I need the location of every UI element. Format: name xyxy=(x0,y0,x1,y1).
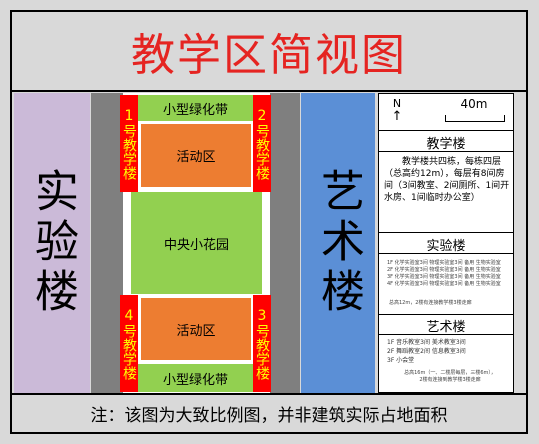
lab-building: 实验楼 xyxy=(14,93,90,393)
teaching-building-1-label: 1号教学楼 xyxy=(121,107,137,180)
right-road xyxy=(270,93,300,393)
art-legend-title: 艺术楼 xyxy=(426,320,466,335)
art-building: 艺术楼 xyxy=(301,93,375,393)
bottom-divider xyxy=(12,393,526,395)
lab-building-label: 实验楼 xyxy=(27,168,78,318)
lab-line-2: 2F 化学实验室3间 物理实验室3间 备用 生物实验室 xyxy=(387,267,501,273)
legend-divider-2 xyxy=(379,151,513,152)
title-divider xyxy=(12,90,526,92)
central-garden: 中央小花园 xyxy=(131,192,262,294)
legend-divider-4 xyxy=(379,253,513,254)
lab-line-3: 3F 化学实验室3间 物理实验室3间 备用 生物实验室 xyxy=(387,274,501,280)
green-belt-top: 小型绿化带 xyxy=(138,95,253,121)
scale-bar: 40m xyxy=(441,97,507,127)
teaching-building-2: 2号教学楼 xyxy=(253,95,271,192)
legend-divider-5 xyxy=(379,314,513,315)
art-note-line-1: 总高16m（一、二楼层每层，三楼6m）， xyxy=(404,370,496,376)
teaching-building-3: 3号教学楼 xyxy=(253,295,271,392)
north-indicator: N ↑ xyxy=(383,97,411,127)
diagram-title: 教学区简视图 xyxy=(131,30,407,81)
teaching-building-3-label: 3号教学楼 xyxy=(254,307,270,380)
legend-panel: N ↑ 40m 教学楼 教学楼共四栋，每栋四层（总高约12m），每层有8间房间（… xyxy=(378,93,514,393)
green-belt-bottom: 小型绿化带 xyxy=(138,364,253,392)
teaching-building-1: 1号教学楼 xyxy=(120,95,138,192)
scale-label: 40m xyxy=(460,97,488,111)
art-building-label: 艺术楼 xyxy=(313,168,364,318)
left-road xyxy=(91,93,123,393)
north-letter: N xyxy=(392,97,402,110)
scale-line xyxy=(445,115,505,122)
art-line-3: 3F 小会堂 xyxy=(387,357,415,364)
legend-divider-6 xyxy=(379,334,513,335)
legend-divider-3 xyxy=(379,232,513,233)
teaching-building-4: 4号教学楼 xyxy=(120,295,138,392)
legend-divider-1 xyxy=(379,130,513,131)
teaching-legend-title: 教学楼 xyxy=(426,137,466,152)
lab-line-4: 4F 化学实验室3间 物理实验室3间 备用 生物实验室 xyxy=(387,281,501,287)
art-legend-note: 总高16m（一、二楼层每层，三楼6m）， 2楼有连接到教学楼3楼走廊 xyxy=(389,370,511,384)
teaching-building-4-label: 4号教学楼 xyxy=(121,307,137,380)
teaching-building-2-label: 2号教学楼 xyxy=(254,107,270,180)
teaching-legend-desc: 教学楼共四栋，每栋四层（总高约12m），每层有8间房间（3间教室、2间厕所、1间… xyxy=(384,157,510,203)
lab-legend-title: 实验楼 xyxy=(426,239,466,254)
north-arrow-icon: ↑ xyxy=(391,109,403,124)
activity-zone-bottom: 活动区 xyxy=(141,298,251,360)
lab-line-1: 1F 化学实验室3间 物理实验室3间 备用 生物实验室 xyxy=(387,260,501,266)
footnote: 注：该图为大致比例图，并非建筑实际占地面积 xyxy=(90,405,448,426)
art-note-line-2: 2楼有连接到教学楼3楼走廊 xyxy=(419,377,481,383)
lab-legend-lines: 1F 化学实验室3间 物理实验室3间 备用 生物实验室 2F 化学实验室3间 物… xyxy=(387,260,511,288)
activity-zone-top: 活动区 xyxy=(141,124,251,187)
lab-legend-note: 总高12m，2楼有连接教学楼3楼走廊 xyxy=(389,300,472,306)
art-line-1: 1F 音乐教室3间 美术教室3间 xyxy=(387,339,466,346)
art-legend-lines: 1F 音乐教室3间 美术教室3间 2F 舞蹈教室2间 信息教室3间 3F 小会堂 xyxy=(387,338,511,365)
art-line-2: 2F 舞蹈教室2间 信息教室3间 xyxy=(387,348,466,355)
